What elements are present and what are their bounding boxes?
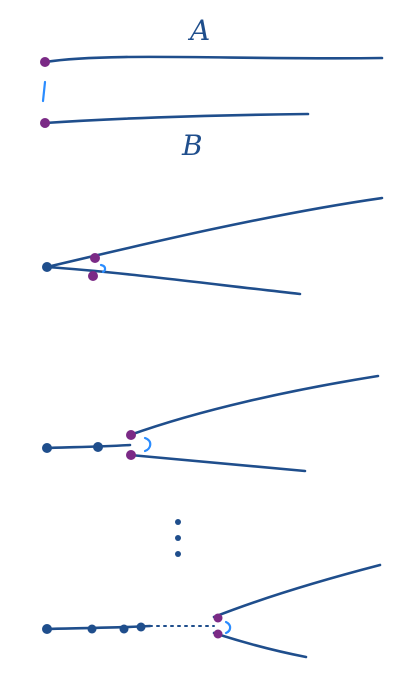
line-a — [43, 55, 384, 64]
purple-dot-lower — [88, 271, 98, 281]
lower-branch — [45, 265, 302, 296]
lower-branch — [212, 631, 308, 659]
purple-dot-lower — [213, 629, 223, 639]
label-a: A — [187, 14, 210, 47]
chain-dot — [136, 622, 146, 632]
separator-mark — [143, 436, 152, 453]
separator-mark — [224, 620, 232, 635]
separator-mark — [99, 263, 107, 274]
lower-branch — [128, 453, 307, 473]
base-line — [45, 443, 132, 450]
section-1: A B — [40, 14, 384, 162]
vertical-ellipsis — [175, 519, 181, 557]
purple-dot-lower — [126, 450, 136, 460]
chain-dot — [87, 624, 97, 634]
middle-dot — [93, 442, 103, 452]
section-3 — [42, 374, 380, 473]
upper-branch — [128, 374, 380, 437]
ellipsis-dot — [175, 535, 181, 541]
section-2 — [42, 196, 384, 296]
purple-dot-upper — [90, 253, 100, 263]
start-dot — [42, 624, 52, 634]
label-b: B — [181, 129, 203, 162]
ellipsis-dot — [175, 519, 181, 525]
separator-mark — [41, 80, 47, 103]
purple-dot-upper — [213, 613, 223, 623]
upper-branch — [212, 563, 382, 619]
section-4 — [42, 563, 382, 659]
purple-dot-a — [40, 57, 50, 67]
base-line — [45, 624, 152, 631]
start-dot — [42, 262, 52, 272]
ellipsis-dot — [175, 551, 181, 557]
purple-dot-b — [40, 118, 50, 128]
start-dot — [42, 443, 52, 453]
purple-dot-upper — [126, 430, 136, 440]
upper-branch — [45, 196, 384, 269]
chain-dot — [119, 624, 129, 634]
line-b — [43, 112, 310, 125]
